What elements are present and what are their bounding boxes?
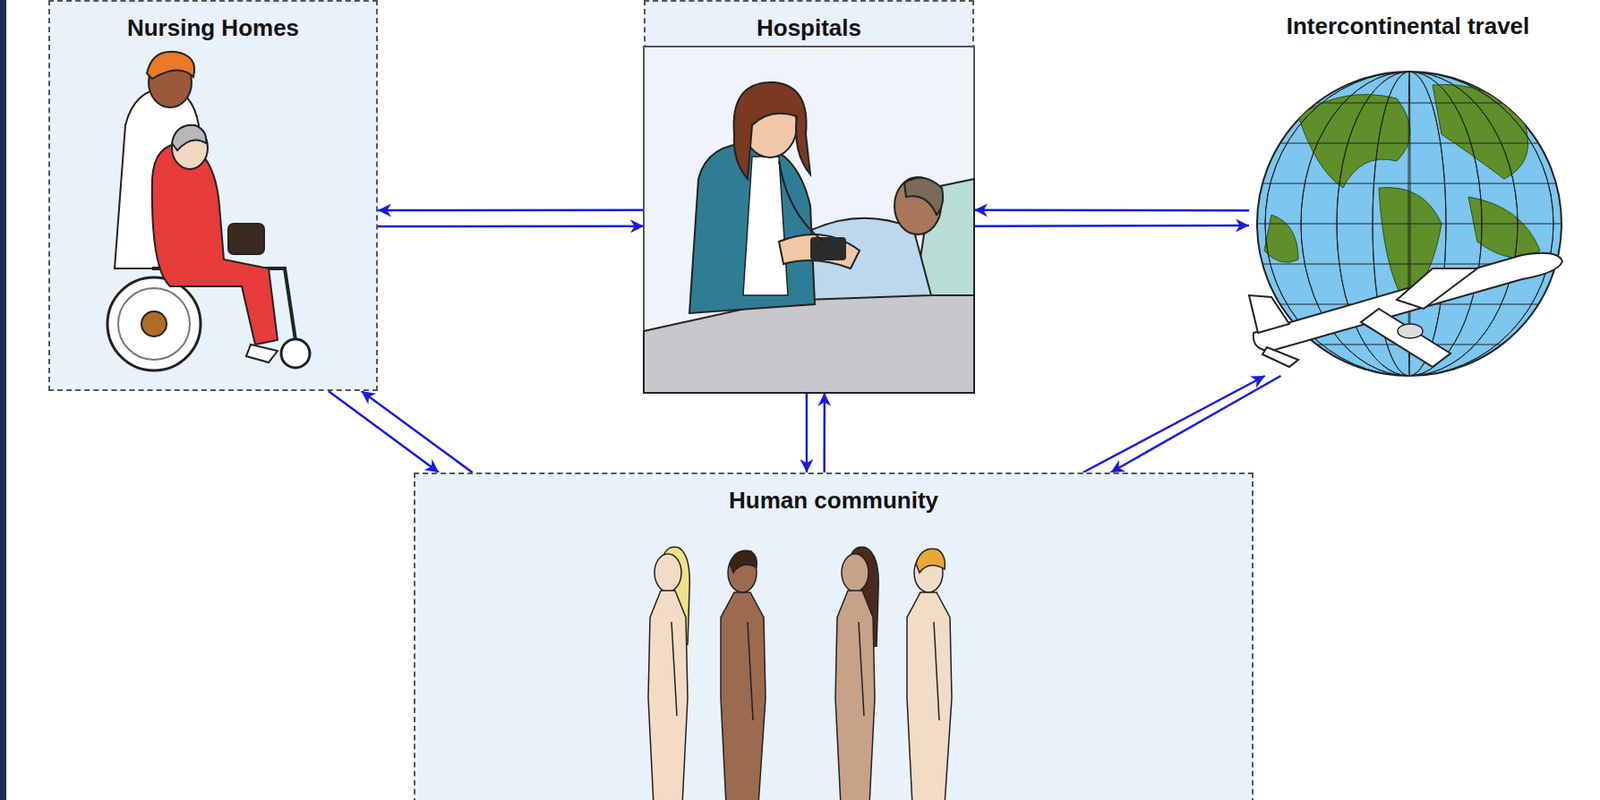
flow-arrow: [377, 225, 644, 229]
flow-arrow: [1111, 376, 1282, 473]
flow-arrow: [377, 209, 644, 213]
dashed-region-box: Human community: [413, 472, 1254, 800]
dashed-region-box: Hospitals: [643, 0, 975, 394]
flow-arrow: [974, 209, 1250, 213]
flow-arrow: [822, 393, 826, 473]
region-heading: Nursing Homes: [50, 1, 377, 43]
region-heading: Human community: [415, 474, 1252, 515]
dashed-region-box: Nursing Homes: [48, 0, 378, 392]
flow-arrow: [1083, 376, 1266, 473]
region-heading: Intercontinental travel: [1249, 0, 1567, 41]
flow-arrow: [328, 391, 439, 473]
flow-arrow: [361, 391, 473, 473]
region-heading: Hospitals: [645, 1, 973, 43]
flow-arrow: [805, 393, 809, 473]
side-bar: [0, 0, 7, 800]
region: Intercontinental travel: [1249, 0, 1567, 377]
flow-arrow: [974, 224, 1250, 228]
